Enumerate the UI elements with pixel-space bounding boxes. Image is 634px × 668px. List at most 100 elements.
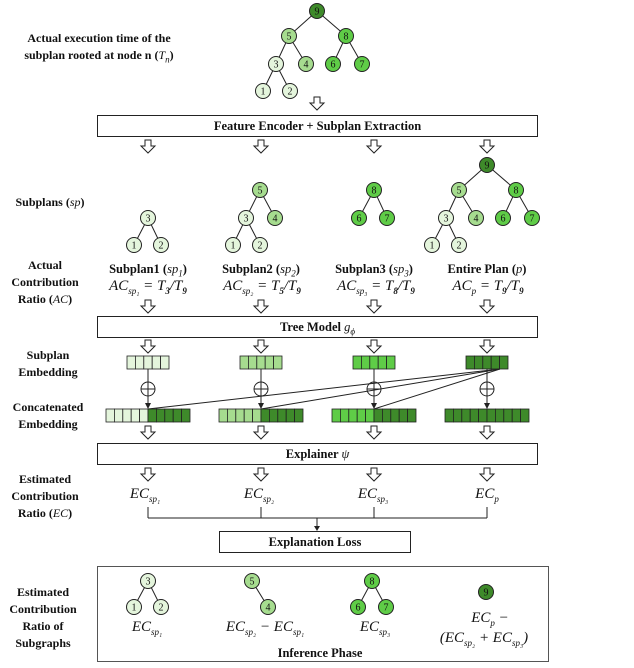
concat-cell bbox=[356, 408, 367, 423]
down-arrow bbox=[365, 339, 383, 354]
concat-plus-circle bbox=[479, 381, 495, 397]
plan-embedding-link bbox=[147, 368, 501, 410]
tree-node-label-3: 3 bbox=[444, 214, 449, 225]
tree-edge bbox=[515, 189, 533, 219]
ac-ratio-4: ACp = T9/T9 bbox=[452, 278, 524, 296]
inference-caption: Inference Phase bbox=[277, 646, 363, 660]
tree-node-label-3: 3 bbox=[274, 60, 279, 71]
concat-cell bbox=[486, 408, 496, 423]
tree-node-3 bbox=[438, 210, 454, 226]
embedding-cell bbox=[360, 355, 371, 370]
down-arrow bbox=[308, 96, 326, 111]
plan-title-2: Subplan2 (sp2) bbox=[222, 262, 300, 279]
tree-edge bbox=[133, 217, 149, 246]
concat-cell bbox=[452, 408, 463, 423]
concat-cell bbox=[164, 408, 174, 423]
embedding-cell bbox=[239, 355, 249, 370]
tree-node-2 bbox=[153, 237, 169, 253]
tree-edge bbox=[332, 35, 347, 65]
label-subgraphs: Estimated Contribution Ratio of Subgraph… bbox=[9, 585, 77, 650]
tree-node-label-1: 1 bbox=[430, 241, 435, 252]
embedding-cell bbox=[490, 355, 501, 370]
concat-cell bbox=[469, 408, 480, 423]
tree-node-1 bbox=[424, 237, 440, 253]
inference-phase-box bbox=[97, 566, 549, 662]
tree-node-5 bbox=[451, 182, 467, 198]
tree-node-3 bbox=[238, 210, 254, 226]
down-arrow bbox=[478, 299, 496, 314]
down-arrow bbox=[139, 139, 157, 154]
embedding-cell bbox=[256, 355, 266, 370]
tree-node-2 bbox=[282, 83, 298, 99]
tree-edge bbox=[445, 189, 460, 219]
embedding-cell bbox=[499, 355, 509, 370]
concat-cell bbox=[494, 408, 505, 423]
tree-edge bbox=[245, 189, 261, 219]
concat-cell bbox=[285, 408, 296, 423]
embedding-cell bbox=[377, 355, 388, 370]
top-label: Actual execution time of the subplan roo… bbox=[4, 30, 194, 68]
concat-cell bbox=[511, 408, 522, 423]
concat-cell bbox=[348, 408, 358, 423]
concat-cell bbox=[260, 408, 270, 423]
down-arrow bbox=[252, 339, 270, 354]
tree-node-2 bbox=[252, 237, 268, 253]
down-arrow bbox=[252, 425, 270, 440]
concat-cell bbox=[444, 408, 454, 423]
tree-edge bbox=[245, 217, 261, 246]
tree-node-label-5: 5 bbox=[457, 186, 462, 197]
tree-edge bbox=[445, 217, 460, 246]
embedding-cell bbox=[386, 355, 396, 370]
tree-node-4 bbox=[298, 56, 314, 72]
explanation-loss-bar: Explanation Loss bbox=[219, 531, 411, 553]
inf-ec-sub4-line1: ECp − bbox=[471, 610, 509, 628]
concat-cell bbox=[155, 408, 166, 423]
concat-cell bbox=[252, 408, 262, 423]
tree-node-3 bbox=[140, 210, 156, 226]
tree-node-label-2: 2 bbox=[457, 241, 462, 252]
concat-cell bbox=[407, 408, 417, 423]
tree-node-label-4: 4 bbox=[304, 60, 309, 71]
tree-node-label-5: 5 bbox=[287, 32, 292, 43]
tree-node-4 bbox=[267, 210, 283, 226]
down-arrow bbox=[478, 339, 496, 354]
ac-ratio-3: ACsp₃ = T8/T9 bbox=[337, 278, 415, 296]
down-arrow bbox=[478, 425, 496, 440]
concat-cell bbox=[365, 408, 375, 423]
tree-node-9 bbox=[309, 3, 325, 19]
down-arrow bbox=[252, 299, 270, 314]
concat-cell bbox=[398, 408, 409, 423]
tree-node-label-7: 7 bbox=[385, 214, 390, 225]
concat-cell bbox=[277, 408, 287, 423]
tree-node-label-4: 4 bbox=[273, 214, 278, 225]
tree-edge bbox=[275, 63, 291, 92]
ec-label-1: ECsp₁ bbox=[129, 486, 161, 504]
concat-cell bbox=[461, 408, 471, 423]
embedding-cell bbox=[143, 355, 153, 370]
concat-cell bbox=[331, 408, 341, 423]
down-arrow bbox=[365, 467, 383, 482]
tree-node-8 bbox=[508, 182, 524, 198]
tree-edge bbox=[373, 189, 388, 219]
concat-cell bbox=[339, 408, 350, 423]
tree-edge bbox=[262, 63, 277, 92]
concat-cell bbox=[130, 408, 140, 423]
concat-arrowhead bbox=[145, 403, 151, 409]
down-arrow bbox=[252, 467, 270, 482]
tree-edge bbox=[275, 35, 290, 65]
embedding-cell bbox=[465, 355, 475, 370]
embedding-cell bbox=[151, 355, 161, 370]
tree-node-label-3: 3 bbox=[146, 214, 151, 225]
tree-edge bbox=[232, 217, 247, 246]
tree-node-7 bbox=[524, 210, 540, 226]
tree-node-label-8: 8 bbox=[372, 186, 377, 197]
concat-plus-circle bbox=[253, 381, 269, 397]
tree-node-1 bbox=[126, 237, 142, 253]
concat-cell bbox=[105, 408, 115, 423]
down-arrow bbox=[478, 139, 496, 154]
tree-edge bbox=[316, 10, 347, 37]
tree-node-6 bbox=[351, 210, 367, 226]
label-actual-contribution: Actual Contribution Ratio (AC) bbox=[0, 257, 90, 308]
tree-edge bbox=[288, 35, 307, 65]
label-estimated-contribution: Estimated Contribution Ratio (EC) bbox=[0, 471, 90, 522]
